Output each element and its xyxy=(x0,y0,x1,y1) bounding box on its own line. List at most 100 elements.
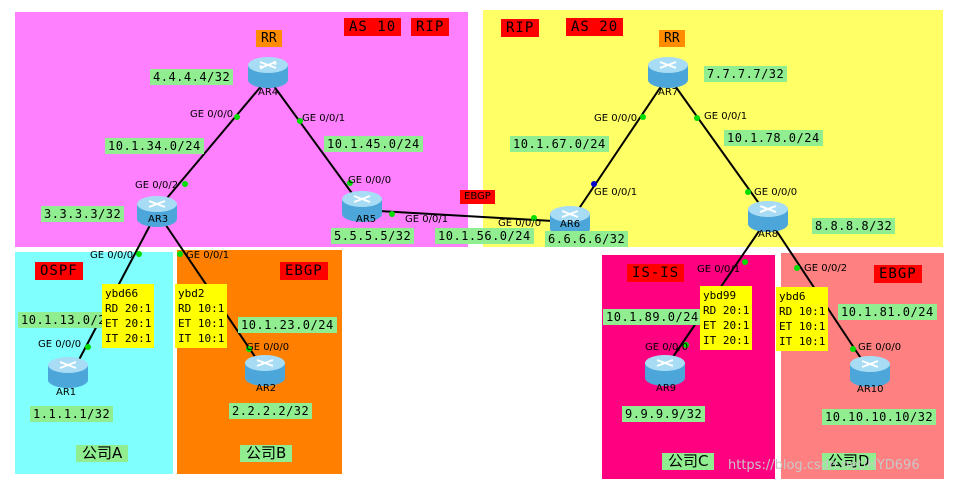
ebgp-link-label: EBGP xyxy=(460,190,495,204)
subnet-ar8-ar9: 10.1.89.0/24 xyxy=(603,309,702,325)
port-dot xyxy=(297,118,303,124)
ar6-loopback: 6.6.6.6/32 xyxy=(545,231,629,247)
subnet-ar1-ar3: 10.1.13.0/24 xyxy=(18,312,108,328)
router-ar5-icon[interactable] xyxy=(340,190,384,224)
port-ar5-ge000: GE 0/0/0 xyxy=(348,175,392,186)
port-dot xyxy=(591,181,597,187)
vrf-et: ET 10:1 xyxy=(779,320,826,333)
port-dot xyxy=(85,344,91,350)
port-dot xyxy=(683,342,689,348)
router-ar10-icon[interactable] xyxy=(848,355,892,389)
subnet-ar4-ar5: 10.1.45.0/24 xyxy=(324,136,423,152)
vrf-it: IT 10:1 xyxy=(779,335,826,348)
port-ar4-ge000: GE 0/0/0 xyxy=(190,109,234,120)
router-icon xyxy=(137,196,177,227)
router-icon xyxy=(248,57,288,88)
port-dot xyxy=(531,215,537,221)
port-ar3-ge001: GE 0/0/1 xyxy=(186,250,230,261)
company-c-label: 公司C xyxy=(662,453,715,470)
subnet-ar7-ar8: 10.1.78.0/24 xyxy=(724,130,823,146)
link-ar6-ar7 xyxy=(569,75,669,223)
router-icon xyxy=(48,357,88,388)
router-icon xyxy=(645,355,685,386)
port-ar6-ge000: GE 0/0/0 xyxy=(498,218,542,229)
router-ar1-icon[interactable] xyxy=(46,356,90,390)
company-a-label: 公司A xyxy=(76,445,129,462)
port-ar9-ge000: GE 0/0/0 xyxy=(645,342,689,353)
vrf-ybd6: ybd6 RD 10:1 ET 10:1 IT 10:1 xyxy=(776,287,829,351)
port-ar1-ge000: GE 0/0/0 xyxy=(38,339,82,350)
vrf-name: ybd66 xyxy=(105,287,139,300)
subnet-ar2-ar3: 10.1.23.0/24 xyxy=(238,317,337,333)
router-icon xyxy=(342,191,382,222)
router-name-ar9: AR9 xyxy=(656,383,677,394)
ar5-loopback: 5.5.5.5/32 xyxy=(331,228,415,244)
port-dot xyxy=(177,251,183,257)
vrf-rd: RD 10:1 xyxy=(779,305,826,318)
ar4-role-tag: RR xyxy=(256,30,282,47)
port-ar3-ge002: GE 0/0/2 xyxy=(135,180,179,191)
port-dot xyxy=(182,181,188,187)
vrf-it: IT 20:1 xyxy=(105,332,152,345)
as10-label: AS 10 xyxy=(344,18,402,36)
port-dot xyxy=(347,180,353,186)
link-ar3-ar4 xyxy=(156,77,269,211)
router-name-ar10: AR10 xyxy=(857,384,884,395)
router-ar7-icon[interactable] xyxy=(646,56,690,90)
vrf-it: IT 20:1 xyxy=(703,334,750,347)
company-d-label: 公司D xyxy=(822,453,876,470)
vrf-name: ybd6 xyxy=(779,290,806,303)
company-a-protocol: OSPF xyxy=(35,262,83,280)
ar2-loopback: 2.2.2.2/32 xyxy=(229,403,313,419)
company-b-label: 公司B xyxy=(240,445,293,462)
port-ar4-ge001: GE 0/0/1 xyxy=(302,113,346,124)
router-name-ar7: AR7 xyxy=(658,87,679,98)
watermark-text: https://blog.csdn.net/HYD696 xyxy=(728,458,920,473)
router-ar3-icon[interactable] xyxy=(135,195,179,229)
ar9-loopback: 9.9.9.9/32 xyxy=(622,406,706,422)
ar4-loopback: 4.4.4.4/32 xyxy=(150,69,234,85)
port-ar8-ge002: GE 0/0/2 xyxy=(804,263,848,274)
port-ar2-ge000: GE 0/0/0 xyxy=(246,342,290,353)
ar3-loopback: 3.3.3.3/32 xyxy=(41,206,125,222)
link-ar4-ar5 xyxy=(267,77,363,208)
router-ar2-icon[interactable] xyxy=(243,354,287,388)
ar1-loopback: 1.1.1.1/32 xyxy=(30,406,114,422)
router-name-ar2: AR2 xyxy=(256,383,277,394)
vrf-rd: RD 10:1 xyxy=(178,302,225,315)
port-dot xyxy=(136,251,142,257)
port-dot xyxy=(389,211,395,217)
port-ar8-ge000: GE 0/0/0 xyxy=(754,187,798,198)
ar10-loopback: 10.10.10.10/32 xyxy=(822,409,937,425)
router-name-ar1: AR1 xyxy=(56,387,77,398)
subnet-ar8-ar10: 10.1.81.0/24 xyxy=(838,304,937,320)
router-icon xyxy=(245,355,285,386)
vrf-name: ybd2 xyxy=(178,287,205,300)
port-ar3-ge000: GE 0/0/0 xyxy=(90,250,134,261)
port-ar6-ge001: GE 0/0/1 xyxy=(594,187,638,198)
port-ar5-ge001: GE 0/0/1 xyxy=(405,214,449,225)
company-b-protocol: EBGP xyxy=(280,262,328,280)
ar7-role-tag: RR xyxy=(659,30,685,47)
router-name-ar4: AR4 xyxy=(258,87,279,98)
router-name-ar5: AR5 xyxy=(356,214,377,225)
router-ar4-icon[interactable] xyxy=(246,56,290,90)
vrf-et: ET 20:1 xyxy=(703,319,750,332)
port-dot xyxy=(234,114,240,120)
as20-label: AS 20 xyxy=(566,18,624,36)
vrf-rd: RD 20:1 xyxy=(703,304,750,317)
port-dot xyxy=(745,189,751,195)
port-ar7-ge000: GE 0/0/0 xyxy=(594,113,638,124)
router-ar9-icon[interactable] xyxy=(643,354,687,388)
ar8-loopback: 8.8.8.8/32 xyxy=(812,218,896,234)
vrf-ybd2: ybd2 RD 10:1 ET 10:1 IT 10:1 xyxy=(175,284,228,348)
router-ar8-icon[interactable] xyxy=(746,200,790,234)
subnet-ar6-ar7: 10.1.67.0/24 xyxy=(510,136,609,152)
link-ar7-ar8 xyxy=(667,75,769,217)
port-ar8-ge001: GE 0/0/1 xyxy=(697,264,741,275)
vrf-ybd99: ybd99 RD 20:1 ET 20:1 IT 20:1 xyxy=(700,286,753,350)
as20-igp-label: RIP xyxy=(501,19,540,37)
router-name-ar8: AR8 xyxy=(758,229,779,240)
company-d-protocol: EBGP xyxy=(874,265,922,283)
